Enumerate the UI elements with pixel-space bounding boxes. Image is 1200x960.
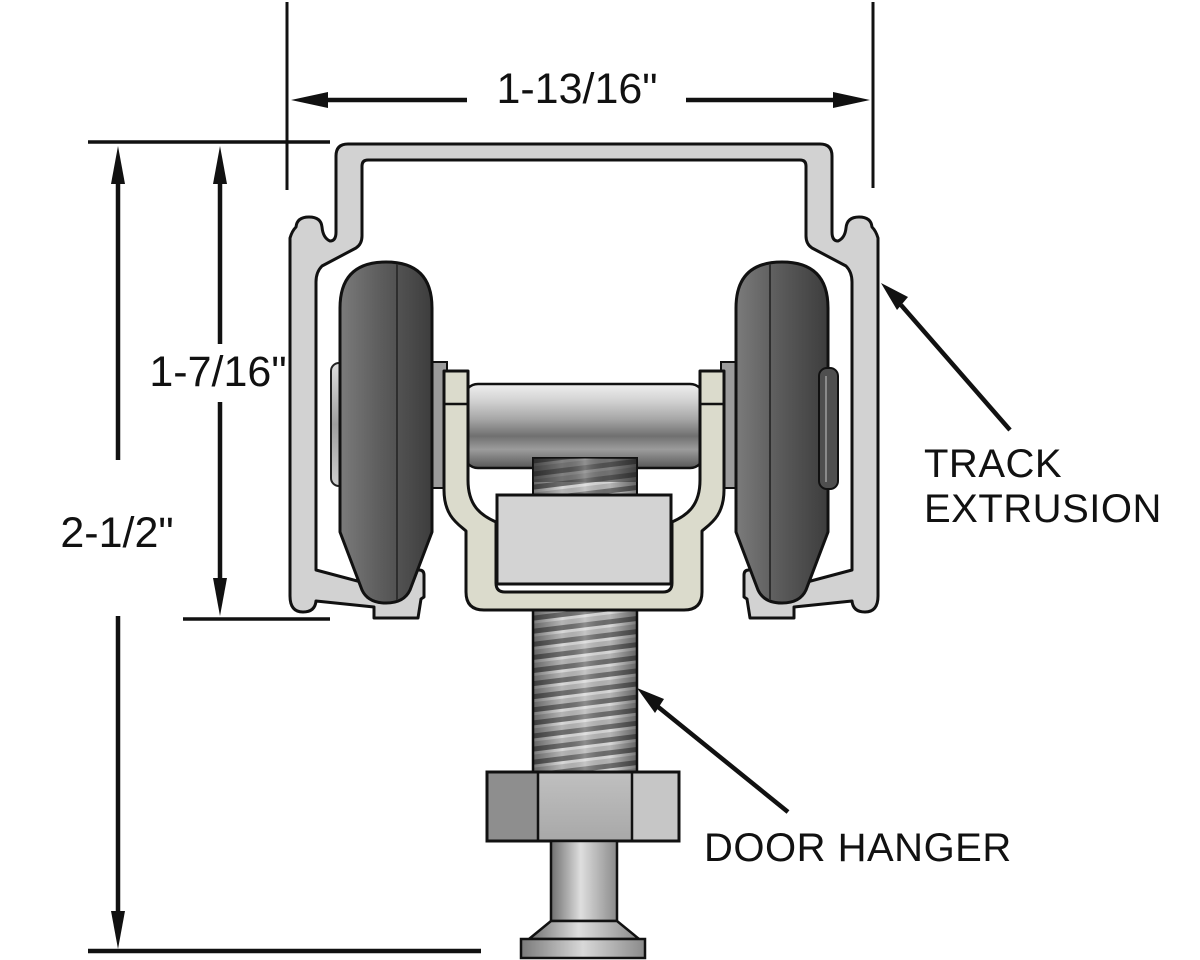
right-wheel <box>734 260 830 605</box>
track-height-value: 1-7/16" <box>149 348 286 396</box>
nut-right-facet <box>632 773 678 840</box>
bracket-strap <box>442 369 726 612</box>
dimension-overall-width: 1-13/16" <box>285 2 875 190</box>
hanger-foot <box>519 937 647 960</box>
dimension-overall-height: 2-1/2" <box>60 146 481 954</box>
overall-width-value: 1-13/16" <box>496 65 657 113</box>
arrow-up-icon <box>111 146 125 184</box>
hanger-stud <box>531 457 639 778</box>
arrow-down-icon <box>213 578 227 616</box>
hanger-stud-upper <box>532 457 638 501</box>
dimension-track-height: 1-7/16" <box>88 140 330 621</box>
hex-nut <box>485 770 681 843</box>
arrow-right-icon <box>833 92 870 108</box>
leader-arrow-icon <box>881 283 908 310</box>
hanger-foot-assembly <box>519 839 647 960</box>
hanger-block <box>495 493 673 586</box>
label-track-extrusion-line1: TRACK <box>924 442 1062 486</box>
arrow-left-icon <box>291 92 328 108</box>
callout-door-hanger: DOOR HANGER <box>637 688 1012 870</box>
callout-track-extrusion: TRACK EXTRUSION <box>881 283 1162 531</box>
arrow-up-icon <box>213 146 227 184</box>
arrow-down-icon <box>111 911 125 949</box>
overall-height-value: 2-1/2" <box>60 509 173 557</box>
roller-axle <box>462 382 706 470</box>
left-roller <box>330 260 434 605</box>
label-track-extrusion-line2: EXTRUSION <box>924 487 1162 531</box>
label-door-hanger: DOOR HANGER <box>704 826 1012 870</box>
hanger-stud-threaded <box>531 602 639 778</box>
hanger-bracket <box>442 369 726 612</box>
hanger-shank <box>549 839 619 923</box>
leader-arrow-icon <box>637 688 664 713</box>
leader-line <box>899 303 1012 432</box>
hanger-flange <box>527 919 641 941</box>
left-wheel <box>338 260 434 605</box>
track-extrusion-profile <box>288 142 880 620</box>
right-bearing <box>818 367 839 490</box>
nut-left-facet <box>488 773 538 840</box>
leader-line <box>655 704 790 814</box>
right-roller <box>734 260 839 605</box>
